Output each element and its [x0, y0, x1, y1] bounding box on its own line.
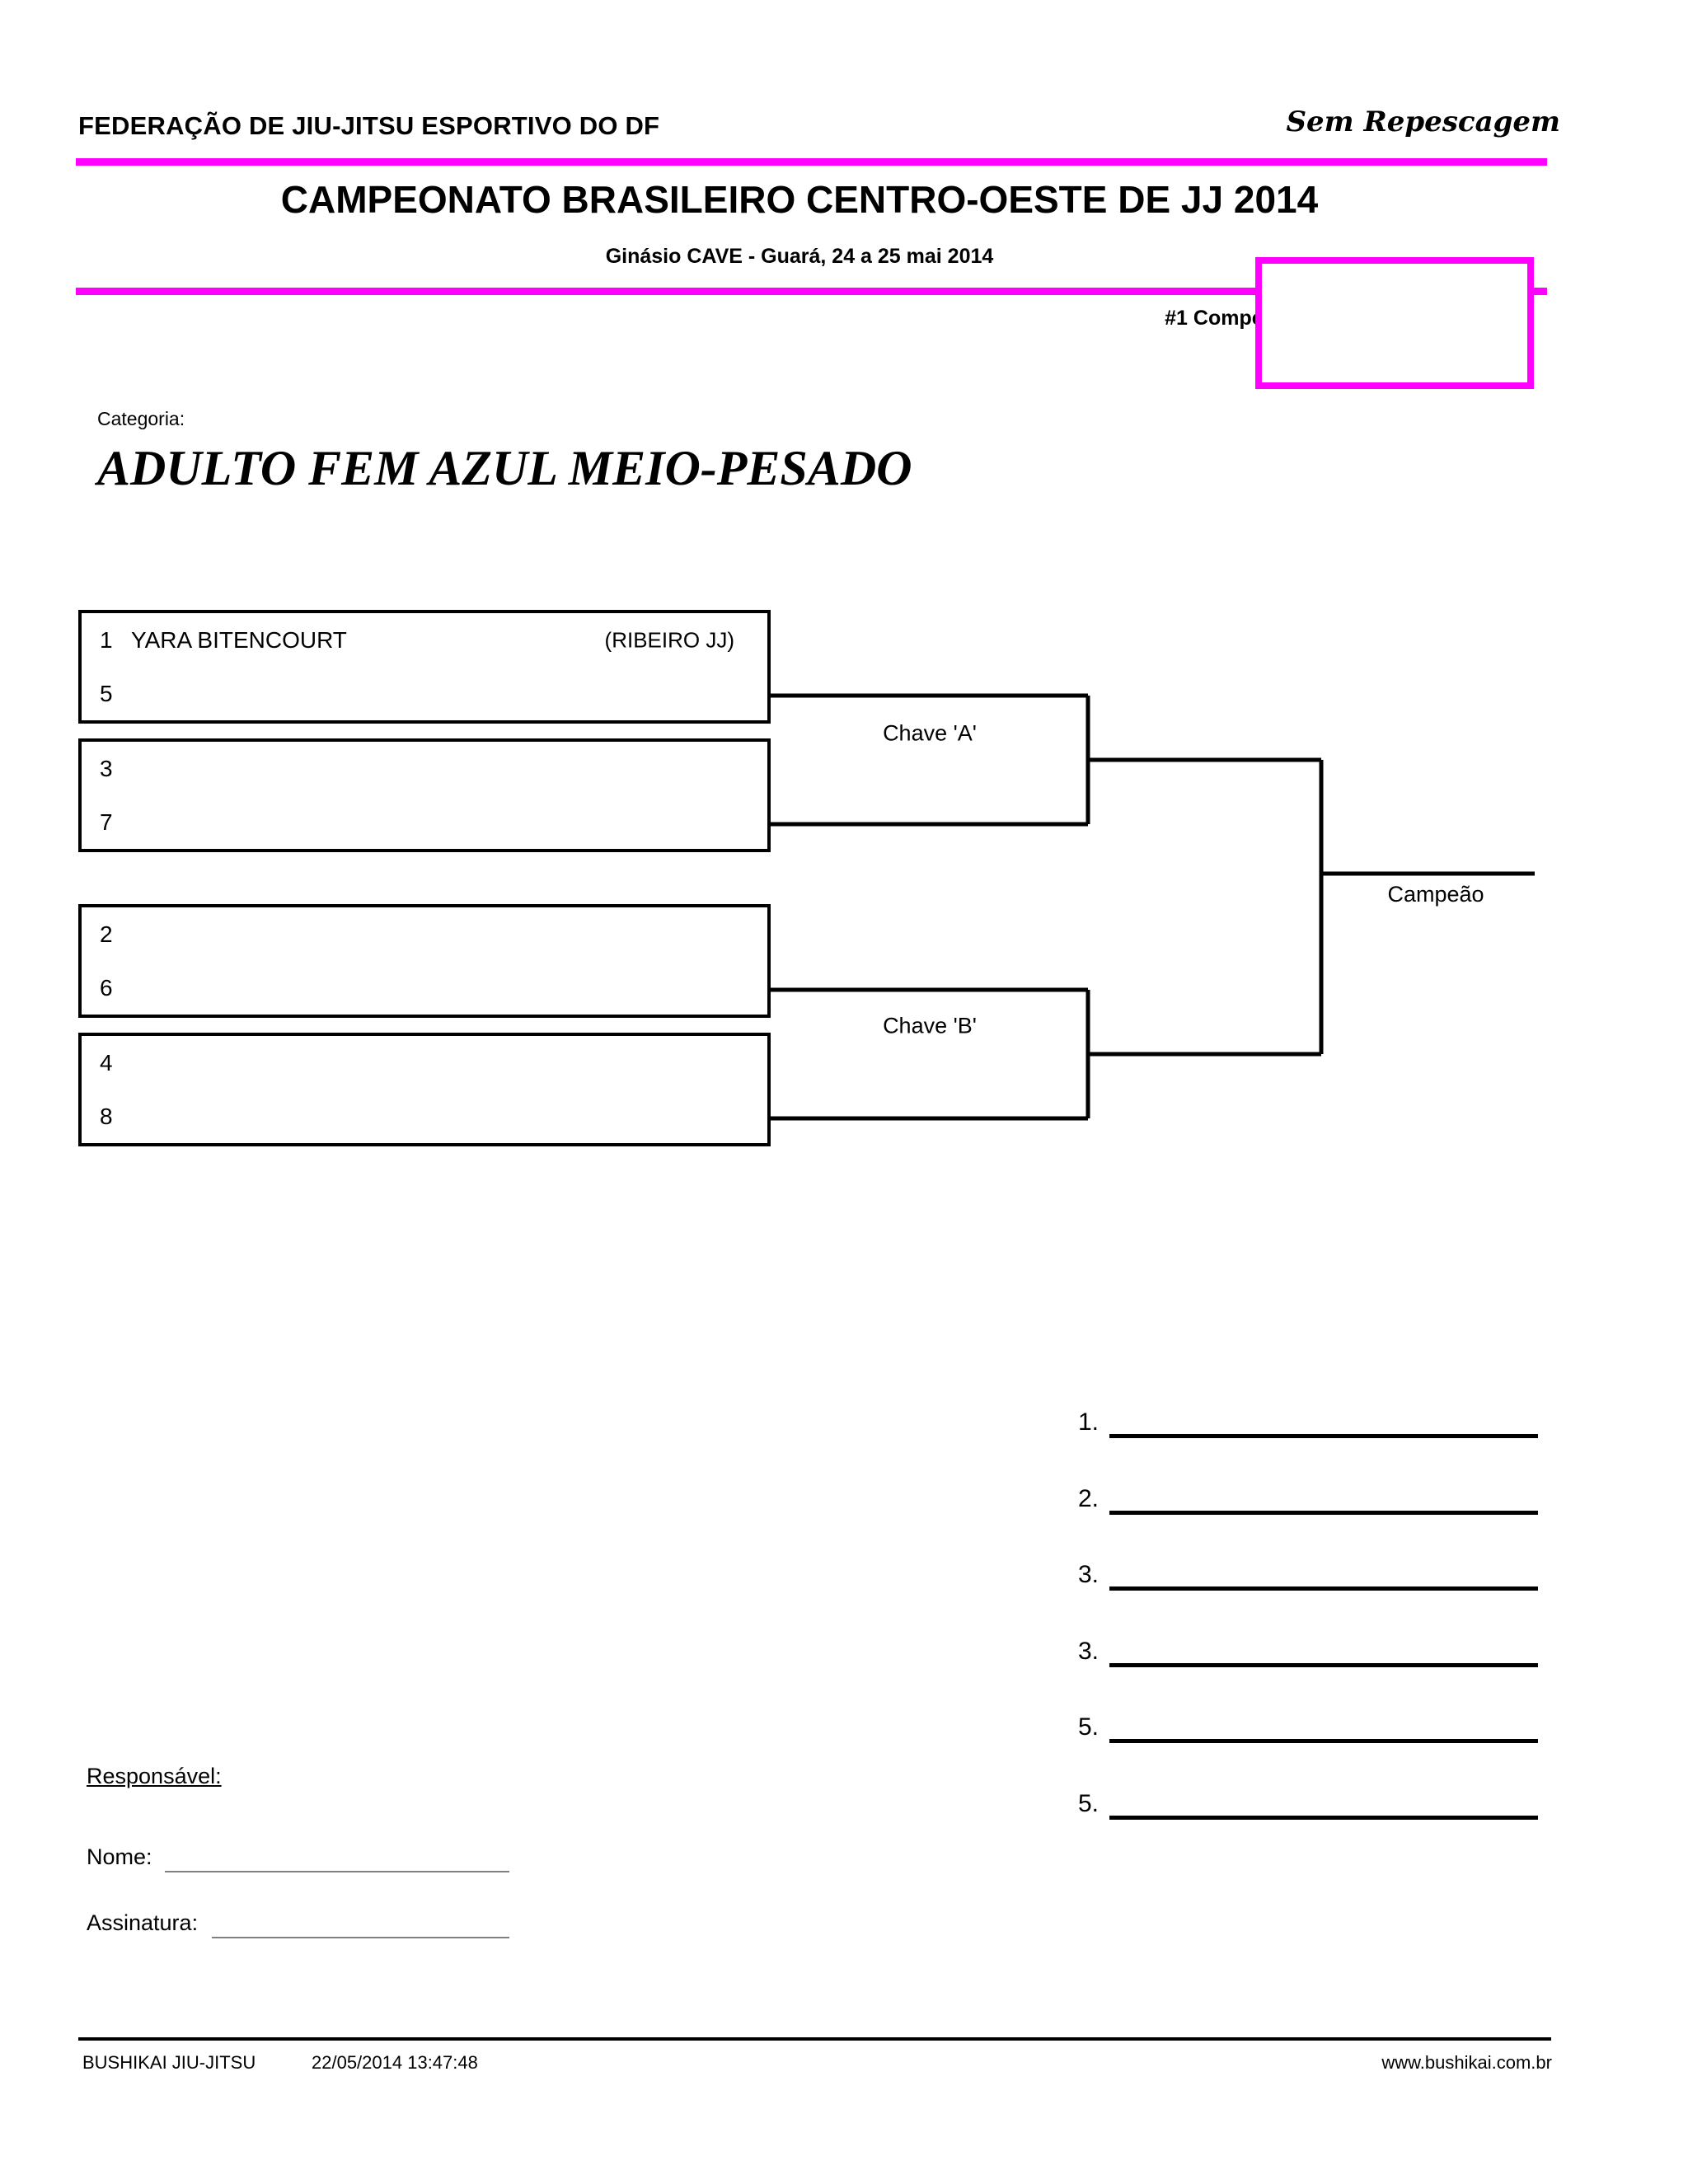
responsible-name-row: Nome:	[87, 1838, 598, 1872]
placement-row: 3.	[1078, 1558, 1544, 1591]
header-top-rule	[76, 158, 1547, 166]
placement-write-in-line[interactable]	[1109, 1510, 1538, 1515]
bracket-slot[interactable]: 3	[82, 742, 767, 795]
placement-row: 1.	[1078, 1405, 1544, 1438]
slot-seed-number: 6	[100, 974, 113, 1001]
placement-row: 5.	[1078, 1710, 1544, 1743]
competitors-count-box[interactable]	[1255, 257, 1534, 389]
placement-row: 3.	[1078, 1634, 1544, 1667]
event-subtitle: Ginásio CAVE - Guará, 24 a 25 mai 2014	[605, 245, 994, 268]
placement-number: 3.	[1078, 1561, 1100, 1588]
competitor-team: (RIBEIRO JJ)	[604, 627, 734, 652]
footer-rule	[78, 2037, 1551, 2041]
responsible-signature-input[interactable]	[212, 1937, 509, 1938]
bracket-slot[interactable]: 4	[82, 1036, 767, 1090]
placement-number: 5.	[1078, 1789, 1100, 1817]
repechage-note: Sem Repescagem	[1286, 105, 1560, 138]
slot-seed-number: 8	[100, 1103, 113, 1129]
bracket-slot[interactable]: 5	[82, 667, 767, 720]
responsible-title: Responsável:	[87, 1764, 222, 1788]
placement-write-in-line[interactable]	[1109, 1815, 1538, 1820]
chave-b-label: Chave 'B'	[883, 1013, 977, 1038]
responsible-name-label: Nome:	[87, 1844, 152, 1869]
category-label: Categoria:	[97, 408, 185, 429]
header-second-rule	[76, 288, 1547, 295]
placement-write-in-line[interactable]	[1109, 1662, 1538, 1667]
event-title: CAMPEONATO BRASILEIRO CENTRO-OESTE DE JJ…	[280, 178, 1319, 221]
placement-row: 5.	[1078, 1787, 1544, 1820]
slot-seed-number: 7	[100, 808, 113, 835]
placement-number: 3.	[1078, 1637, 1100, 1665]
federation-title: FEDERAÇÃO DE JIU-JITSU ESPORTIVO DO DF	[78, 111, 660, 140]
bracket-slot[interactable]: 7	[82, 795, 767, 849]
competitor-name: YARA BITENCOURT	[131, 626, 347, 653]
chave-a-label: Chave 'A'	[883, 720, 977, 746]
category-value: ADULTO FEM AZUL MEIO-PESADO	[97, 441, 912, 495]
responsible-signature-row: Assinatura:	[87, 1904, 598, 1938]
placement-write-in-line[interactable]	[1109, 1739, 1538, 1743]
footer-brand: BUSHIKAI JIU-JITSU	[82, 2052, 256, 2073]
slot-seed-number: 2	[100, 921, 113, 947]
bracket-slot[interactable]: 1 YARA BITENCOURT (RIBEIRO JJ)	[82, 613, 767, 667]
bracket-match-box: 1 YARA BITENCOURT (RIBEIRO JJ) 5	[78, 610, 771, 724]
champion-label: Campeão	[1387, 882, 1484, 907]
bracket-slot[interactable]: 6	[82, 961, 767, 1015]
slot-seed-number: 5	[100, 680, 113, 706]
footer-website[interactable]: www.bushikai.com.br	[1381, 2052, 1552, 2073]
placement-number: 2.	[1078, 1484, 1100, 1512]
footer-datetime: 22/05/2014 13:47:48	[312, 2052, 478, 2073]
bracket-slot[interactable]: 8	[82, 1090, 767, 1143]
placement-row: 2.	[1078, 1482, 1544, 1515]
placement-write-in-line[interactable]	[1109, 1586, 1538, 1591]
bracket-slot[interactable]: 2	[82, 907, 767, 961]
placement-write-in-line[interactable]	[1109, 1434, 1538, 1438]
slot-seed-number: 4	[100, 1049, 113, 1076]
responsible-name-input[interactable]	[165, 1871, 509, 1872]
slot-seed-number: 3	[100, 755, 113, 781]
placement-number: 5.	[1078, 1713, 1100, 1741]
placement-number: 1.	[1078, 1408, 1100, 1436]
responsible-signature-label: Assinatura:	[87, 1910, 199, 1935]
slot-seed-number: 1	[100, 626, 113, 653]
